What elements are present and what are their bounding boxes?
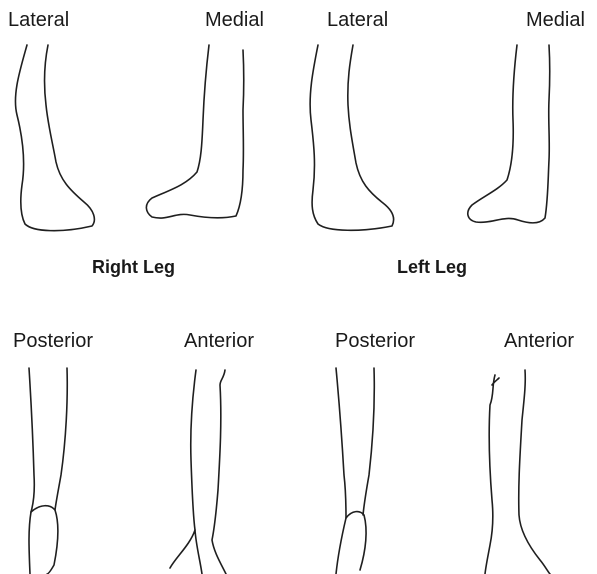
- right-leg-medial-outline: [146, 45, 243, 218]
- right-leg-anterior-outline: [170, 370, 226, 574]
- left-leg-lateral-outline: [310, 45, 393, 230]
- left-leg-anterior-outline: [485, 370, 550, 574]
- left-leg-posterior-outline: [336, 368, 374, 574]
- right-leg-posterior-outline: [29, 368, 67, 574]
- right-leg-lateral-outline: [15, 45, 94, 231]
- left-leg-medial-outline: [468, 45, 550, 223]
